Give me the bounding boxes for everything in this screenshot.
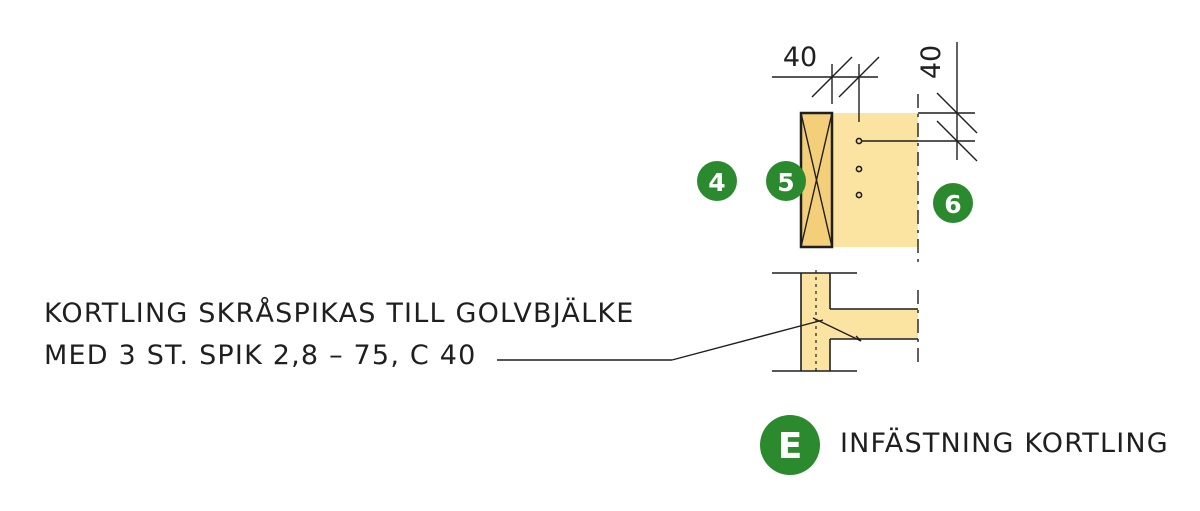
dim-height-tick-a	[936, 92, 978, 134]
marker-5: 5	[766, 161, 806, 201]
blocking-plan	[830, 309, 918, 339]
detail-badge-label: E	[778, 426, 803, 467]
dim-width-tick-a	[811, 56, 853, 98]
nail-1	[855, 137, 863, 145]
marker-5-label: 5	[777, 168, 794, 197]
detail-badge-e: E	[760, 415, 820, 475]
marker-6-label: 6	[944, 190, 961, 219]
note-line-1: KORTLING SKRÅSPIKAS TILL GOLVBJÄLKE	[44, 298, 635, 329]
marker-6: 6	[933, 183, 973, 223]
note-line-2: MED 3 ST. SPIK 2,8 – 75, C 40	[44, 340, 477, 371]
dim-height-tick-b	[936, 120, 978, 162]
dim-width-tick-b	[838, 56, 880, 98]
floor-joist-elevation	[832, 113, 918, 247]
marker-4: 4	[697, 161, 737, 201]
note-leader-diagonal	[671, 319, 824, 361]
toenail-symbol	[812, 317, 862, 342]
dim-width-label: 40	[783, 42, 817, 73]
toenail-symbol-tick	[855, 335, 862, 342]
marker-4-label: 4	[708, 168, 725, 197]
blocking-section-cross-b	[800, 112, 833, 248]
dim-height-label: 40	[916, 45, 947, 79]
nail-2	[855, 165, 863, 173]
nail-3	[855, 191, 863, 199]
detail-title: INFÄSTNING KORTLING	[840, 428, 1169, 459]
